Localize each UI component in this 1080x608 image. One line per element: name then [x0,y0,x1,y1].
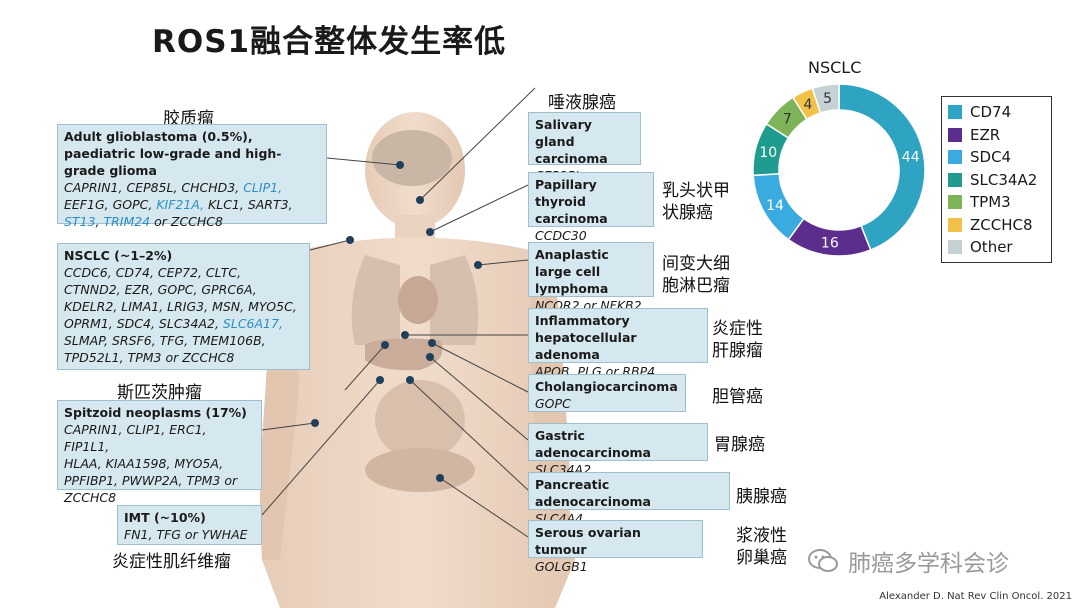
lymphoma-cn-label: 间变大细胞淋巴瘤 [662,254,730,296]
imt-header: IMT (~10%) [124,510,206,525]
pancreatic-header: Pancreatic adenocarcinoma [535,477,651,509]
donut-value-label: 5 [823,91,832,107]
watermark: 肺癌多学科会诊 [808,544,1009,578]
nsclc-header: NSCLC (~1–2%) [64,248,173,263]
ovarian-box: Serous ovarian tumour GOLGB1 [528,520,703,574]
thyroid-cn-label: 乳头状甲状腺癌 [662,181,730,223]
legend-item: SLC34A2 [948,169,1045,192]
spitzoid-genes-line4: ZCCHC8 [64,490,117,505]
legend-item: EZR [948,124,1045,147]
legend-swatch [948,195,962,210]
spitzoid-cn-label: 斯匹茨肿瘤 [117,383,202,403]
legend-swatch [948,150,962,165]
imt-genes: FN1, TFG or YWHAE [124,527,248,542]
salivary-cn-label: 唾液腺癌 [548,93,616,113]
legend-item: TPM3 [948,191,1045,214]
brain-shape [372,130,452,186]
legend-item: CD74 [948,101,1045,124]
lung-right-shape [430,255,479,345]
legend-label: SLC34A2 [970,170,1038,189]
legend-label: Other [970,238,1013,257]
imt-cn-label: 炎症性肌纤维瘤 [112,552,231,572]
donut-value-label: 16 [821,235,839,251]
thyroid-box: Papillary thyroid carcinoma CCDC30 [528,172,654,243]
donut-slice-cd74 [838,83,926,251]
heart-shape [398,276,438,324]
legend-swatch [948,105,962,120]
legend-label: TPM3 [970,193,1011,212]
glioma-header: Adult glioblastoma (0.5%), paediatric lo… [64,129,282,178]
cholangio-box: Cholangiocarcinoma GOPC [528,374,686,412]
donut-value-label: 10 [759,145,777,161]
pelvis-shape [365,448,475,492]
gastric-cn-label: 胃腺癌 [714,435,765,455]
nsclc-genes-line3: KDELR2, LIMA1, LRIG3, MSN, MYO5C, [64,299,297,314]
legend-swatch [948,127,962,142]
ovarian-cn-label: 浆液性卵巢癌 [736,526,787,568]
spitzoid-box: Spitzoid neoplasms (17%) CAPRIN1, CLIP1,… [57,400,262,505]
donut-value-label: 4 [803,97,812,113]
citation: Alexander D. Nat Rev Clin Oncol. 2021 [879,591,1072,602]
gastric-box: Gastric adenocarcinoma SLC34A2 [528,423,708,477]
nsclc-genes-line5: SLMAP, SRSF6, TFG, TMEM106B, [64,333,266,348]
legend-label: SDC4 [970,148,1012,167]
glioma-box: Adult glioblastoma (0.5%), paediatric lo… [57,124,327,229]
legend-label: EZR [970,125,1001,144]
lymphoma-box: Anaplastic large cell lymphoma NCOR2 or … [528,242,654,313]
donut-value-label: 14 [766,198,784,214]
spitzoid-genes-line3: PPFIBP1, PWWP2A, TPM3 or [64,473,238,488]
donut-value-label: 44 [902,149,920,165]
ovarian-genes: GOLGB1 [535,559,588,574]
pancreatic-cn-label: 胰腺癌 [736,487,787,507]
salivary-box: Salivary gland carcinoma CEP85L [528,112,641,183]
donut-value-label: 7 [783,111,792,127]
legend-item: ZCCHC8 [948,214,1045,237]
glioma-genes-line1: CAPRIN1, CEP85L, CHCHD3, CLIP1, [64,180,283,195]
spitzoid-genes-line2: HLAA, KIAA1598, MYO5A, [64,456,224,471]
chart-title: NSCLC [808,58,862,77]
spitzoid-genes-line1: CAPRIN1, CLIP1, ERC1, FIP1L1, [64,422,207,454]
legend-item: Other [948,236,1045,259]
thyroid-genes: CCDC30 [535,228,587,243]
legend-label: ZCCHC8 [970,215,1033,234]
hepatocellular-box: Inflammatory hepatocellular adenoma APOB… [528,308,708,379]
legend-label: CD74 [970,103,1012,122]
page-title: ROS1融合整体发生率低 [152,24,507,60]
gastric-header: Gastric adenocarcinoma [535,428,651,460]
nsclc-box: NSCLC (~1–2%) CCDC6, CD74, CEP72, CLTC, … [57,243,310,370]
hepatocellular-cn-label: 炎症性肝腺瘤 [712,319,763,361]
legend-swatch [948,217,962,232]
glioma-genes-line2: EEF1G, GOPC, KIF21A, KLC1, SART3, [64,197,293,212]
legend-item: SDC4 [948,146,1045,169]
nsclc-genes-line1: CCDC6, CD74, CEP72, CLTC, [64,265,242,280]
ovarian-header: Serous ovarian tumour [535,525,641,557]
pancreatic-box: Pancreatic adenocarcinoma SLC4A4 [528,472,730,526]
spitzoid-header: Spitzoid neoplasms (17%) [64,405,247,420]
legend-swatch [948,172,962,187]
hepatocellular-header: Inflammatory hepatocellular adenoma [535,313,637,362]
nsclc-genes-line6: TPD52L1, TPM3 or ZCCHC8 [64,350,235,365]
nsclc-genes-line2: CTNND2, EZR, GOPC, GPRC6A, [64,282,257,297]
lung-left-shape [351,255,400,345]
cholangio-genes: GOPC [535,396,571,411]
donut-slice-other [811,83,840,114]
lymphoma-header: Anaplastic large cell lymphoma [535,247,609,296]
legend-swatch [948,240,962,255]
imt-box: IMT (~10%) FN1, TFG or YWHAE [117,505,262,545]
wechat-icon [808,549,838,572]
nsclc-genes-line4: OPRM1, SDC4, SLC34A2, SLC6A17, [64,316,283,331]
cholangio-cn-label: 胆管癌 [712,387,763,407]
intestine-shape [375,380,465,460]
glioma-genes-line3: ST13, TRIM24 or ZCCHC8 [64,214,223,229]
cholangio-header: Cholangiocarcinoma [535,379,678,394]
watermark-text: 肺癌多学科会诊 [848,551,1009,577]
thyroid-header: Papillary thyroid carcinoma [535,177,608,226]
salivary-header: Salivary gland carcinoma [535,117,608,166]
